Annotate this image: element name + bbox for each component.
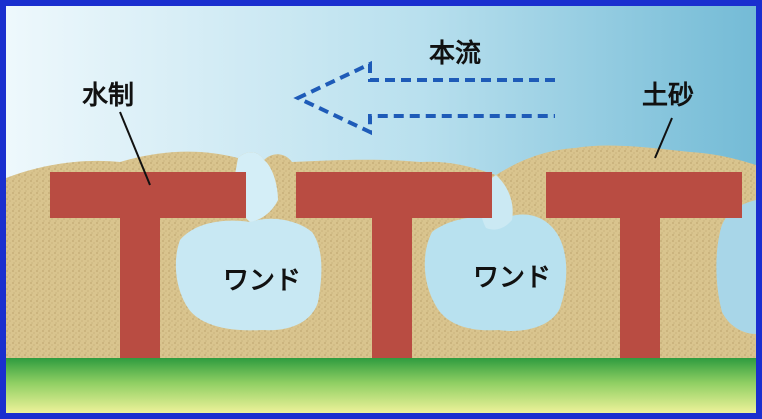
groyne-right bbox=[546, 172, 742, 362]
groyne-middle bbox=[296, 172, 492, 362]
groyne-leader-line bbox=[119, 111, 151, 186]
main-flow-label: 本流 bbox=[429, 39, 481, 69]
sediment-leader-line bbox=[654, 117, 673, 159]
wando-right-label: ワンド bbox=[473, 263, 551, 293]
wando-left-water bbox=[175, 218, 322, 331]
groyne-label: 水制 bbox=[82, 81, 134, 111]
dashed-left-arrow-icon bbox=[293, 60, 555, 136]
sediment-label: 土砂 bbox=[642, 81, 694, 111]
wando-right-water bbox=[424, 214, 567, 332]
groyne-left bbox=[50, 172, 246, 362]
river-bank bbox=[6, 358, 756, 413]
right-edge-water bbox=[716, 200, 756, 334]
wando-left-label: ワンド bbox=[223, 266, 301, 296]
